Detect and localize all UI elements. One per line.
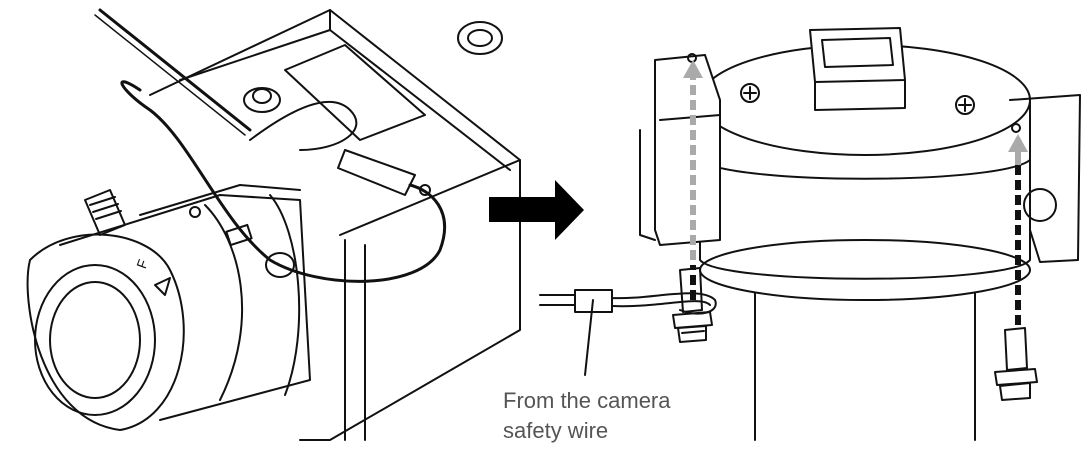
- up-arrow-icon: [683, 60, 703, 78]
- right-bracket: [1009, 94, 1081, 263]
- lens: [26, 184, 311, 431]
- guide-arrows: [683, 60, 1028, 325]
- right-arrow-icon: [489, 180, 584, 240]
- wire-connector: [337, 149, 416, 196]
- bracket-illustration: [539, 27, 1081, 441]
- mount-ring: [457, 21, 503, 55]
- safety-wire-loop: [539, 289, 717, 315]
- disc-screw-left: [740, 83, 760, 103]
- right-screw: [994, 327, 1038, 401]
- caption-line-1: From the camera: [503, 388, 671, 413]
- camera-body: [149, 9, 521, 441]
- caption: From the camera safety wire: [503, 386, 671, 446]
- disc-screw-right: [955, 95, 975, 115]
- left-bracket: [654, 54, 721, 246]
- camera-illustration: [26, 8, 521, 441]
- lens-triangle: [154, 277, 171, 296]
- label-plate: [284, 44, 426, 141]
- focus-knob: [84, 189, 126, 236]
- caption-leader: [584, 299, 594, 376]
- safety-wire: [98, 8, 252, 132]
- caption-line-2: safety wire: [503, 418, 609, 443]
- up-arrow-icon: [1008, 134, 1028, 152]
- wire-end: [265, 252, 295, 278]
